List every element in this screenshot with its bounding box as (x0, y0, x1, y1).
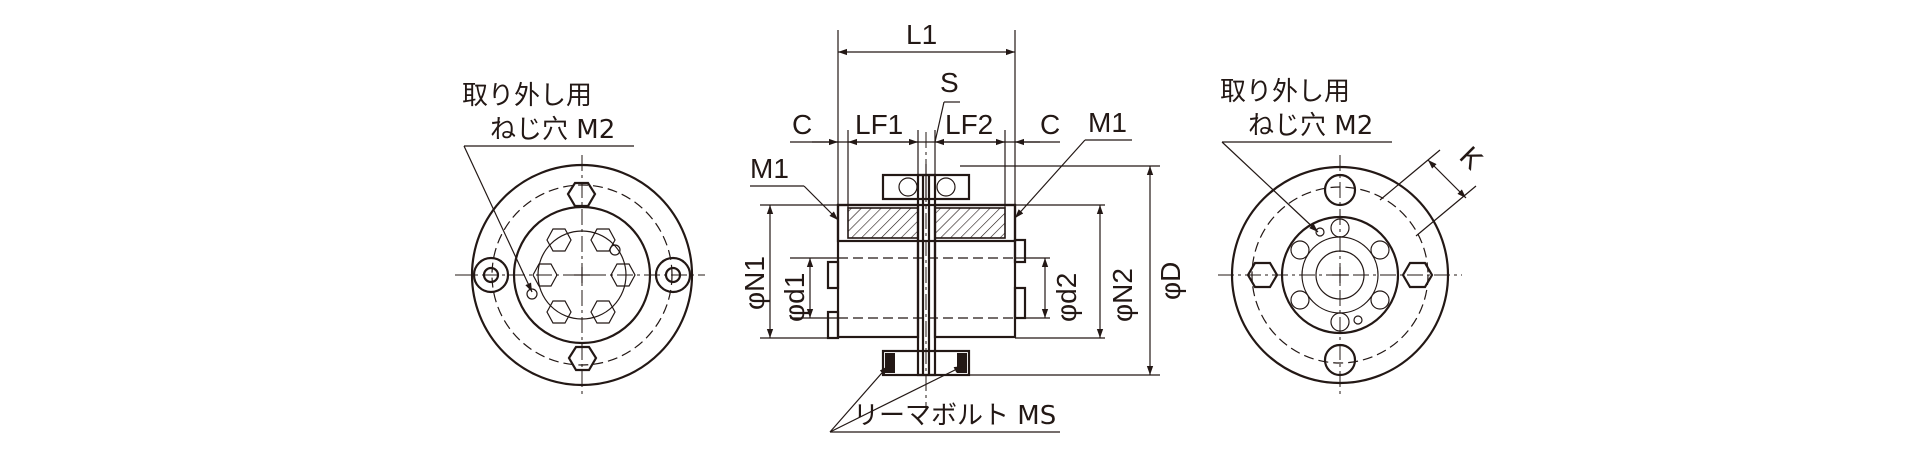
removal-hole-callout-line1-right: 取り外し用 (1220, 77, 1350, 107)
dim-M1-right: M1 (1088, 107, 1127, 138)
dim-C-left: C (792, 109, 812, 140)
left-end-view: 取り外し用 ねじ穴 M2 (455, 81, 705, 395)
dim-N1: φN1 (739, 256, 770, 310)
dim-LF1: LF1 (855, 109, 903, 140)
dim-M1-left: M1 (750, 153, 789, 184)
removal-hole-callout-line2: ねじ穴 M2 (490, 115, 615, 145)
dim-D: φD (1155, 262, 1186, 300)
dim-N2: φN2 (1107, 268, 1138, 322)
dim-d2: φd2 (1051, 273, 1082, 322)
hub-center (526, 244, 621, 300)
dim-K: K (1454, 140, 1489, 175)
dim-L1: L1 (906, 19, 937, 50)
inner-bolts (532, 228, 636, 324)
outer-bolts (1246, 173, 1434, 377)
center-side-view: L1 S C LF1 LF2 C M1 M1 φN1 φd1 (739, 19, 1186, 433)
hex-bolt (472, 181, 692, 372)
dim-d1: φd1 (779, 273, 810, 322)
removal-hole-callout-line2-right: ねじ穴 M2 (1248, 111, 1373, 141)
reamer-bolt-label: リーマボルト MS (853, 401, 1056, 431)
right-end-view: K 取り外し用 ねじ穴 M2 (1218, 77, 1489, 395)
dim-C-right: C (1040, 109, 1060, 140)
inner-bolts-right (1290, 218, 1390, 332)
removal-hole-callout-line1: 取り外し用 (462, 81, 592, 111)
dim-S: S (940, 67, 959, 98)
dim-LF2: LF2 (945, 109, 993, 140)
